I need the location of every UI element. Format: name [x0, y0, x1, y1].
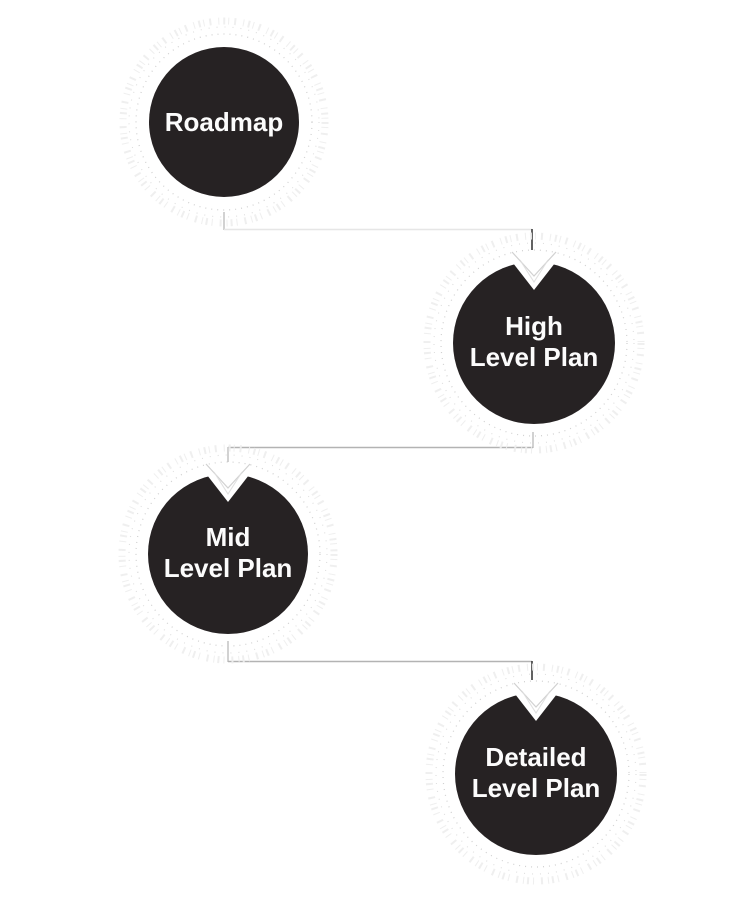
arrow-notch	[508, 685, 564, 721]
connector-high-level-plan-to-mid-level-plan	[227, 432, 534, 462]
node-circle	[148, 474, 308, 634]
connector-mid-level-plan-to-detailed-level-plan	[227, 641, 533, 680]
halo-ring	[135, 461, 321, 647]
halo-ring	[135, 33, 313, 211]
halo-ring	[423, 232, 645, 454]
halo-ring	[128, 26, 320, 218]
halo-ring	[128, 454, 328, 654]
node-label: Level Plan	[472, 773, 601, 803]
arrow-chevron-icon	[513, 682, 559, 708]
halo-ring	[442, 680, 630, 868]
node-circle	[453, 262, 615, 424]
node-circle	[149, 47, 299, 197]
arrow-notch	[200, 466, 256, 502]
halo-ring	[119, 17, 329, 227]
node-label: Roadmap	[165, 107, 283, 137]
arrow-notch	[506, 254, 562, 290]
halo-ring	[425, 663, 647, 885]
arrow-chevron-icon	[519, 259, 549, 284]
arrow-chevron-icon	[213, 471, 243, 496]
node-label: Mid	[206, 522, 251, 552]
node-label: Detailed	[485, 742, 586, 772]
node-label: Level Plan	[164, 553, 293, 583]
arrow-chevron-icon	[511, 251, 557, 277]
node-detailed-level-plan: Detailed Level Plan	[425, 663, 647, 885]
halo-ring	[435, 673, 637, 875]
node-roadmap: Roadmap	[119, 17, 329, 227]
arrow-chevron-icon	[205, 463, 251, 489]
halo-ring	[440, 249, 628, 437]
arrow-chevron-icon	[521, 690, 551, 715]
halo-ring	[118, 444, 338, 664]
node-mid-level-plan: Mid Level Plan	[118, 444, 338, 664]
node-label: High	[505, 311, 563, 341]
node-circle	[455, 693, 617, 855]
node-label: Level Plan	[470, 342, 599, 372]
halo-ring	[433, 242, 635, 444]
node-high-level-plan: High Level Plan	[423, 232, 645, 454]
